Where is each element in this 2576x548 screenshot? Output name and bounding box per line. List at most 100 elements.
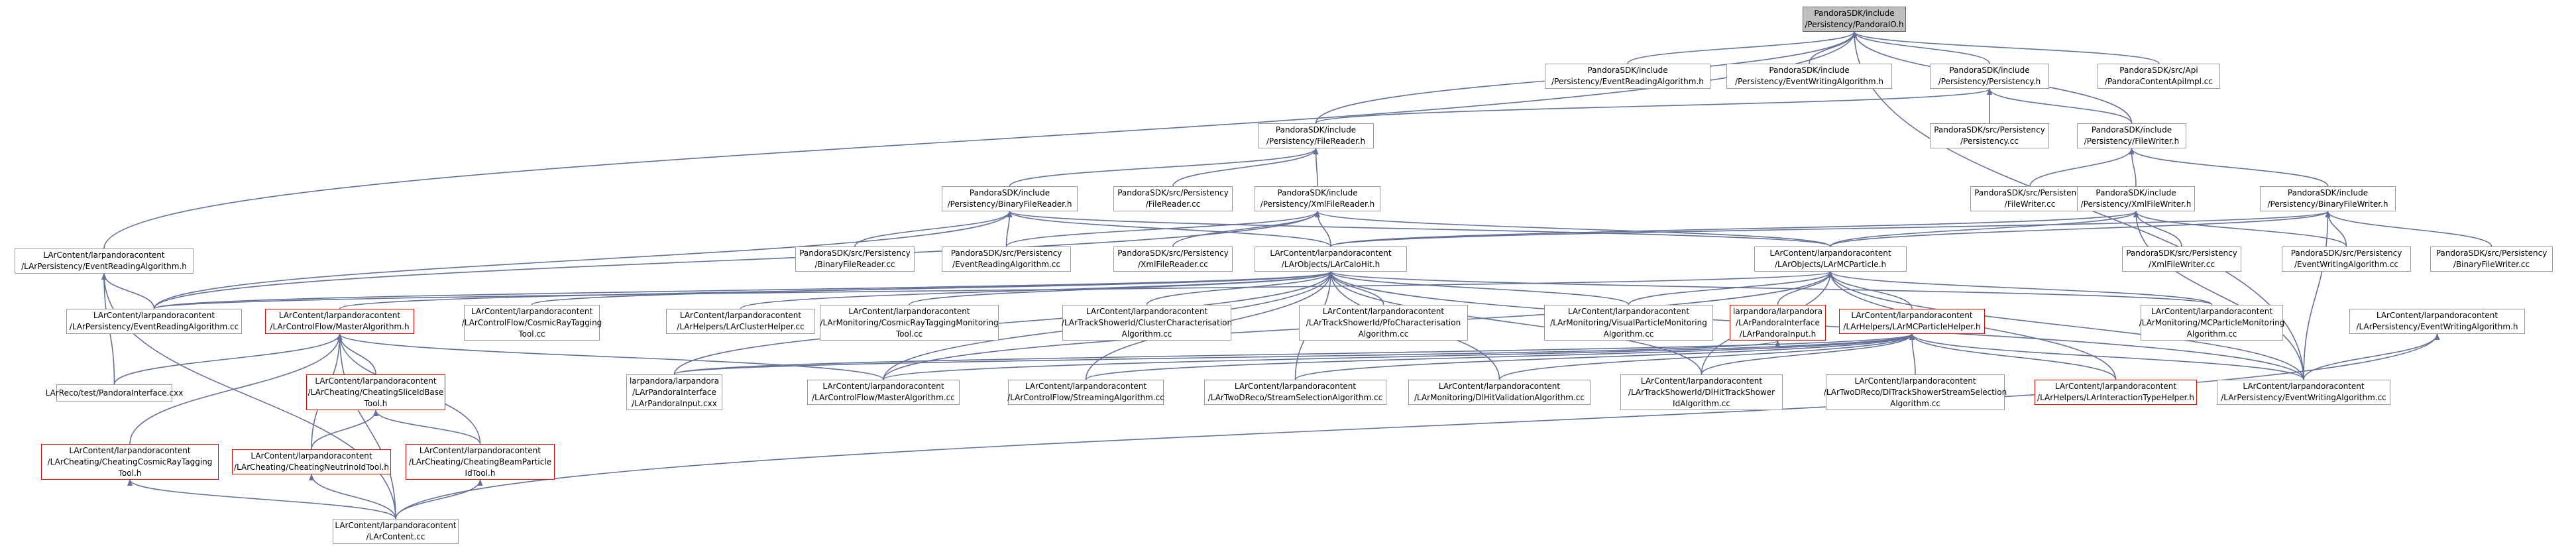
node-n29[interactable]: LArContent/larpandoracontent/LArTrackSho… xyxy=(1299,305,1468,341)
node-n22[interactable]: PandoraSDK/src/Persistency/BinaryFileWri… xyxy=(2430,247,2553,272)
node-n1[interactable]: PandoraSDK/include/Persistency/EventRead… xyxy=(1545,64,1710,89)
node-n49[interactable]: LArContent/larpandoracontent/LArContent.… xyxy=(333,519,459,544)
node-n31[interactable]: larpandora/larpandora/LArPandoraInterfac… xyxy=(1730,305,1826,341)
node-n40[interactable]: LArContent/larpandoracontent/LArTwoDReco… xyxy=(1204,380,1386,405)
edge-n5-to-n3 xyxy=(1315,88,1992,124)
node-n33[interactable]: LArContent/larpandoracontent/LArMonitori… xyxy=(2139,305,2285,341)
node-n3[interactable]: PandoraSDK/include/Persistency/Persisten… xyxy=(1930,64,2049,89)
node-n12[interactable]: PandoraSDK/src/Persistency/FileWriter.cc xyxy=(1970,186,2090,211)
node-n12-line-0: PandoraSDK/src/Persistency xyxy=(1974,188,2086,197)
node-n39-line-0: LArContent/larpandoracontent xyxy=(1025,382,1147,391)
node-n38[interactable]: LArContent/larpandoracontent/LArControlF… xyxy=(807,380,960,405)
node-n5[interactable]: PandoraSDK/include/Persistency/FileReade… xyxy=(1258,123,1374,148)
node-n18[interactable]: LArContent/larpandoracontent/LArObjects/… xyxy=(1255,247,1407,272)
node-n35[interactable]: LArReco/test/PandoraInterface.cxx xyxy=(46,384,183,402)
node-n33-line-1: /LArMonitoring/MCParticleMonitoring xyxy=(2139,317,2285,327)
node-n46[interactable]: LArContent/larpandoracontent/LArCheating… xyxy=(41,444,219,480)
edge-n4-to-root xyxy=(1852,31,2160,64)
node-n28-line-2: Algorithm.cc xyxy=(1121,329,1172,339)
node-n42[interactable]: LArContent/larpandoracontent/LArTrackSho… xyxy=(1620,374,1783,410)
node-n8[interactable]: LArContent/larpandoracontent/LArPersiste… xyxy=(15,248,194,274)
node-n7[interactable]: PandoraSDK/include/Persistency/FileWrite… xyxy=(2077,123,2186,148)
edge-n47-to-n36 xyxy=(311,410,378,450)
node-n17-line-1: /XmlFileReader.cc xyxy=(1138,260,1208,269)
node-n41[interactable]: LArContent/larpandoracontent/LArMonitori… xyxy=(1408,380,1591,405)
node-n30[interactable]: LArContent/larpandoracontent/LArMonitori… xyxy=(1544,305,1713,341)
node-n10[interactable]: PandoraSDK/src/Persistency/FileReader.cc xyxy=(1113,186,1233,211)
node-n47[interactable]: LArContent/larpandoracontent/LArCheating… xyxy=(232,449,391,474)
node-n37[interactable]: larpandora/larpandora/LArPandoraInterfac… xyxy=(626,374,722,410)
node-n36[interactable]: LArContent/larpandoracontent/LArCheating… xyxy=(306,374,445,410)
node-n25[interactable]: LArContent/larpandoracontent/LArControlF… xyxy=(461,305,602,341)
node-n16[interactable]: PandoraSDK/src/Persistency/EventReadingA… xyxy=(942,247,1071,272)
node-n20[interactable]: PandoraSDK/src/Persistency/XmlFileWriter… xyxy=(2122,247,2241,272)
node-n11-line-0: PandoraSDK/include xyxy=(1277,188,1358,197)
node-n14[interactable]: PandoraSDK/include/Persistency/BinaryFil… xyxy=(2260,186,2396,211)
edge-n21-to-n14 xyxy=(2325,211,2347,247)
node-n38-line-1: /LArControlFlow/MasterAlgorithm.cc xyxy=(812,393,955,402)
node-n26-line-0: LArContent/larpandoracontent xyxy=(679,311,802,320)
edge-n18-to-n13 xyxy=(1330,211,2139,247)
node-n19[interactable]: LArContent/larpandoracontent/LArObjects/… xyxy=(1754,247,1907,272)
edge-n39-to-n32 xyxy=(1085,333,1915,380)
node-n13-line-0: PandoraSDK/include xyxy=(2096,188,2176,197)
node-n32-line-1: /LArHelpers/LArMCParticleHelper.h xyxy=(1843,322,1981,331)
node-n23[interactable]: LArContent/larpandoracontent/LArPersiste… xyxy=(66,309,242,334)
node-n9[interactable]: PandoraSDK/include/Persistency/BinaryFil… xyxy=(942,186,1078,211)
node-n36-line-0: LArContent/larpandoracontent xyxy=(315,376,437,386)
node-n24[interactable]: LArContent/larpandoracontent/LArControlF… xyxy=(265,309,414,334)
node-n11-line-1: /Persistency/XmlFileReader.h xyxy=(1260,199,1375,209)
node-n42-line-2: IdAlgorithm.cc xyxy=(1673,398,1730,408)
node-n31-line-0: larpandora/larpandora xyxy=(1733,306,1822,316)
node-n46-line-2: Tool.h xyxy=(118,468,142,478)
edge-n49-to-n34 xyxy=(395,333,2440,520)
node-n17[interactable]: PandoraSDK/src/Persistency/XmlFileReader… xyxy=(1113,247,1233,272)
node-n6-line-1: /Persistency.cc xyxy=(1960,137,2019,146)
edge-n19-to-n14 xyxy=(1830,211,2331,247)
node-n28[interactable]: LArContent/larpandoracontent/LArTrackSho… xyxy=(1062,305,1232,341)
node-n45[interactable]: LArContent/larpandoracontent/LArPersiste… xyxy=(2217,380,2390,405)
node-n26[interactable]: LArContent/larpandoracontent/LArHelpers/… xyxy=(666,309,815,334)
node-n48[interactable]: LArContent/larpandoracontent/LArCheating… xyxy=(406,444,555,480)
node-n15[interactable]: PandoraSDK/src/Persistency/BinaryFileRea… xyxy=(795,247,915,272)
edge-n7-to-n3 xyxy=(1987,88,2133,124)
edge-n45-to-n34 xyxy=(2303,333,2440,380)
node-n27-line-1: /LArMonitoring/CosmicRayTaggingMonitorin… xyxy=(820,317,999,327)
edge-n44-to-n32 xyxy=(1909,333,2117,380)
node-n43[interactable]: LArContent/larpandoracontent/LArTwoDReco… xyxy=(1824,374,2007,410)
edge-n49-to-n48 xyxy=(395,479,483,520)
node-n21[interactable]: PandoraSDK/src/Persistency/EventWritingA… xyxy=(2282,247,2411,272)
node-n11[interactable]: PandoraSDK/include/Persistency/XmlFileRe… xyxy=(1255,186,1380,211)
node-n2-line-1: /Persistency/EventWritingAlgorithm.h xyxy=(1735,77,1883,86)
node-n27[interactable]: LArContent/larpandoracontent/LArMonitori… xyxy=(820,305,999,341)
node-n48-line-2: IdTool.h xyxy=(465,468,496,478)
node-root[interactable]: PandoraSDK/include/Persistency/PandoraIO… xyxy=(1803,7,1906,32)
node-n46-line-1: /LArCheating/CheatingCosmicRayTagging xyxy=(47,457,213,466)
edge-n33-to-n19 xyxy=(1828,271,2213,305)
edge-n10-to-n5 xyxy=(1172,148,1319,187)
node-n24-line-1: /LArControlFlow/MasterAlgorithm.h xyxy=(270,322,410,331)
node-n42-line-0: LArContent/larpandoracontent xyxy=(1640,376,1763,386)
node-n39-line-1: /LArControlFlow/StreamingAlgorithm.cc xyxy=(1007,393,1164,402)
node-n39[interactable]: LArContent/larpandoracontent/LArControlF… xyxy=(1007,380,1164,405)
node-n49-line-1: /LArContent.cc xyxy=(366,532,425,541)
node-n13[interactable]: PandoraSDK/include/Persistency/XmlFileWr… xyxy=(2077,186,2195,211)
edge-n49-to-n46 xyxy=(127,479,396,520)
node-n7-line-0: PandoraSDK/include xyxy=(2091,125,2172,135)
node-n25-line-1: /LArControlFlow/CosmicRayTagging xyxy=(461,317,602,327)
edge-n27-to-n18 xyxy=(909,271,1333,305)
node-n32[interactable]: LArContent/larpandoracontent/LArHelpers/… xyxy=(1839,309,1985,334)
node-n34[interactable]: LArContent/larpandoracontent/LArPersiste… xyxy=(2349,309,2525,334)
edge-n41-to-n32 xyxy=(1498,333,1915,380)
node-n37-line-0: larpandora/larpandora xyxy=(630,376,719,386)
node-n4[interactable]: PandoraSDK/src/Api/PandoraContentApiImpl… xyxy=(2098,64,2220,89)
node-n2[interactable]: PandoraSDK/include/Persistency/EventWrit… xyxy=(1726,64,1892,89)
node-n44[interactable]: LArContent/larpandoracontent/LArHelpers/… xyxy=(2035,380,2197,405)
edge-n49-to-n24 xyxy=(337,333,396,520)
node-n41-line-1: /LArMonitoring/DlHitValidationAlgorithm.… xyxy=(1414,393,1585,402)
node-n26-line-1: /LArHelpers/LArClusterHelper.cc xyxy=(677,322,805,331)
edge-n37-to-n32 xyxy=(673,333,1915,375)
node-n13-line-1: /Persistency/XmlFileWriter.h xyxy=(2080,199,2192,209)
node-n6[interactable]: PandoraSDK/src/Persistency/Persistency.c… xyxy=(1930,123,2049,148)
node-n5-line-0: PandoraSDK/include xyxy=(1275,125,1357,135)
